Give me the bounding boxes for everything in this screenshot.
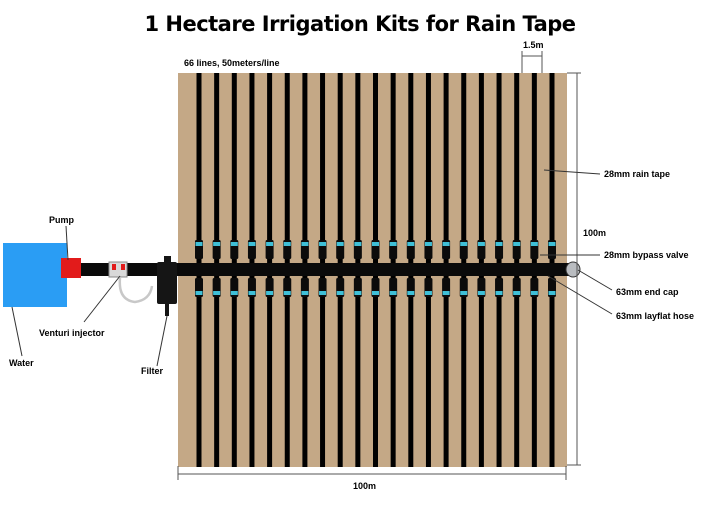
bypass-valve <box>300 278 309 297</box>
filter-label: Filter <box>141 366 164 376</box>
bypass-valve <box>212 240 221 259</box>
leader-lines <box>11 169 613 367</box>
bypass-valve <box>247 240 256 259</box>
bypass-valve <box>230 278 239 297</box>
bypass-valve <box>195 240 203 259</box>
bypass-valve <box>195 278 203 297</box>
bypass-valve <box>212 278 221 297</box>
pump <box>61 258 81 278</box>
venturi-tube <box>118 277 154 304</box>
bypass-valve <box>512 278 521 297</box>
bypass-valve <box>318 278 327 297</box>
bypass-valve <box>371 278 380 297</box>
bypass-valve <box>424 240 433 259</box>
bypass-valve <box>371 240 380 259</box>
water-tank <box>3 243 67 307</box>
bypass-valve <box>477 278 486 297</box>
bypass-valve <box>406 278 415 297</box>
layflat-hose <box>54 263 570 276</box>
height-label: 100m <box>583 228 607 238</box>
bypass-valve <box>530 240 539 259</box>
end-cap <box>565 261 581 278</box>
bypass-valve <box>336 240 345 259</box>
venturi-marker <box>112 264 116 270</box>
bypass-valve <box>283 240 292 259</box>
bypass-valve <box>265 278 274 297</box>
lines-info-label: 66 lines, 50meters/line <box>184 58 280 68</box>
bypass-valve <box>424 278 433 297</box>
bypass-valve <box>459 240 468 259</box>
bypass-valve <box>353 278 362 297</box>
water-label: Water <box>9 358 34 368</box>
bypass-valves <box>195 240 556 297</box>
bypass-valve <box>548 278 556 297</box>
bypass-valve <box>442 278 451 297</box>
end-cap-label: 63mm end cap <box>616 287 679 297</box>
bypass-valve <box>283 278 292 297</box>
filter-drain <box>165 304 169 316</box>
bypass-valve <box>477 240 486 259</box>
bypass-valve <box>495 278 504 297</box>
bypass-valve <box>389 240 398 259</box>
bypass-valve <box>442 240 451 259</box>
width-label: 100m <box>353 481 377 491</box>
layflat-hose-label: 63mm layflat hose <box>616 311 695 321</box>
bypass-valve <box>512 240 521 259</box>
bypass-valve-label: 28mm bypass valve <box>604 250 689 260</box>
pump-label: Pump <box>49 215 75 225</box>
bypass-valve <box>548 240 556 259</box>
bypass-valve <box>336 278 345 297</box>
rain-tape-label: 28mm rain tape <box>604 169 671 179</box>
bypass-valve <box>318 240 327 259</box>
bypass-valve <box>459 278 468 297</box>
bypass-valve <box>530 278 539 297</box>
bypass-valve <box>265 240 274 259</box>
spacing-label: 1.5m <box>523 40 544 50</box>
filter <box>157 262 177 304</box>
diagram-title: 1 Hectare Irrigation Kits for Rain Tape <box>144 12 576 36</box>
bypass-valve <box>247 278 256 297</box>
venturi-label: Venturi injector <box>39 328 105 338</box>
venturi-marker <box>121 264 125 270</box>
bypass-valve <box>495 240 504 259</box>
bypass-valve <box>406 240 415 259</box>
bypass-valve <box>353 240 362 259</box>
filter-cap <box>164 256 171 264</box>
bypass-valve <box>300 240 309 259</box>
bypass-valve <box>230 240 239 259</box>
bypass-valve <box>389 278 398 297</box>
